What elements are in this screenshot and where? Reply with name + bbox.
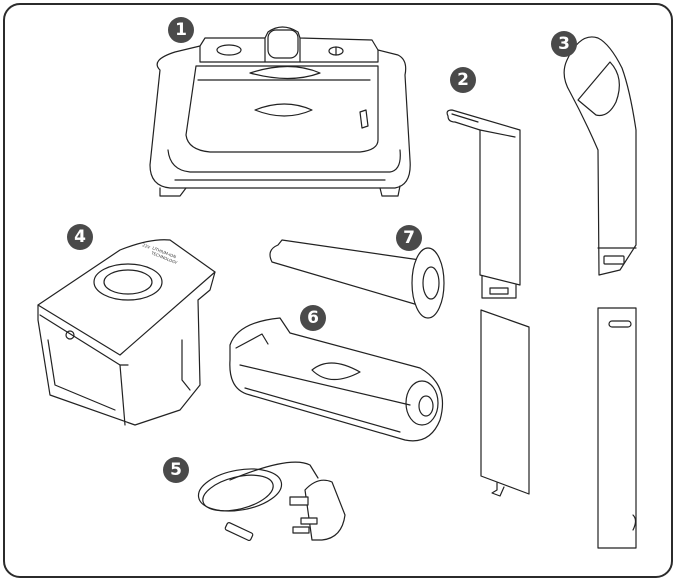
part-number-badge-3: 3 [551,31,577,57]
part-charger [197,461,346,542]
part-number-badge-2: 2 [450,67,476,93]
part-number-badge-1: 1 [168,17,194,43]
part-base-station [149,26,411,197]
part-cleaner-body [229,317,444,442]
part-number-badge-6: 6 [300,305,326,331]
figure-frame [3,3,673,578]
part-handle-grip [563,36,637,549]
part-roller [269,239,445,319]
part-battery-pack: 22V LITHIUM-ION TECHNOLOGY [37,239,216,426]
part-number-badge-4: 4 [67,224,93,250]
part-number-badge-7: 7 [396,225,422,251]
part-stick-upper [446,109,530,497]
battery-brand-text: 22V [142,242,151,250]
part-number-badge-5: 5 [163,457,189,483]
